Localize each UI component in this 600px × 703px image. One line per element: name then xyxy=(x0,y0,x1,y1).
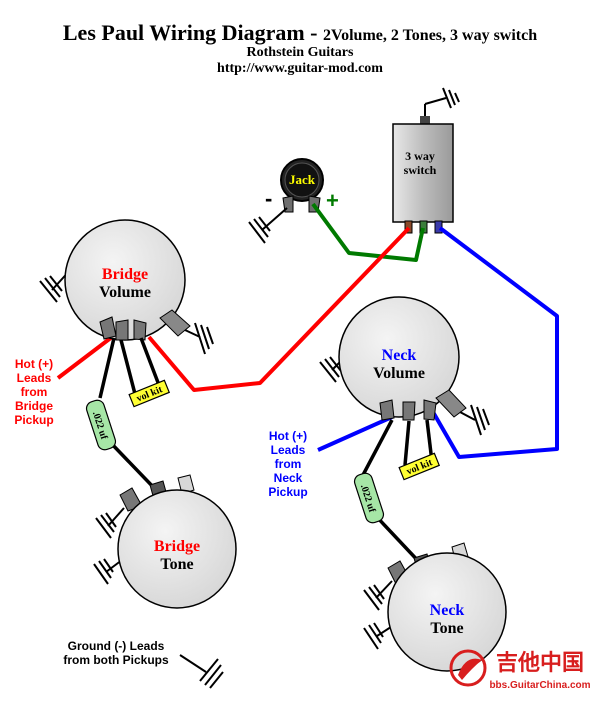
site-url: http://www.guitar-mod.com xyxy=(217,61,383,76)
bridge-volume-back-ground xyxy=(184,322,214,355)
neck-tone-label-line2: Tone xyxy=(430,620,463,637)
neck-hot-note-line1: Hot (+) xyxy=(269,429,307,443)
neck-hot-note-line3: from xyxy=(275,457,302,471)
neck-volume-pot: Neck Volume vol kit xyxy=(319,296,490,481)
neck-hot-note-line2: Leads xyxy=(271,443,306,457)
blue-wire-switch-to-neck-volume xyxy=(431,226,559,459)
bridge-hot-note: Hot (+) Leads from Bridge Pickup xyxy=(14,357,53,427)
neck-volume-label-line1: Neck xyxy=(382,347,417,364)
bridge-vol-kit: vol kit xyxy=(128,379,171,408)
neck-volume-lugs xyxy=(379,389,467,421)
title-suffix: 2Volume, 2 Tones, 3 way switch xyxy=(323,27,538,44)
bridge-hot-note-line1: Hot (+) xyxy=(15,357,53,371)
ground-note-line2: from both Pickups xyxy=(63,653,169,667)
bridge-volume-pot: Bridge Volume vol kit xyxy=(39,219,214,408)
neck-tone-label-line1: Neck xyxy=(430,602,465,619)
jack-plus-sign: + xyxy=(326,188,339,213)
neck-hot-note-line4: Neck xyxy=(274,471,303,485)
switch-terminals xyxy=(404,220,443,234)
neck-hot-note-line5: Pickup xyxy=(268,485,307,499)
ground-note: Ground (-) Leads from both Pickups xyxy=(63,639,169,667)
bridge-hot-note-line3: from xyxy=(21,385,48,399)
bridge-hot-lead-wire xyxy=(56,335,114,380)
bridge-volume-lugs xyxy=(99,309,191,341)
bridge-tone-capacitor: .022 uf xyxy=(85,399,117,451)
neck-tone-ground-symbol xyxy=(363,580,393,611)
bridge-hot-note-line4: Bridge xyxy=(15,399,53,413)
watermark: 吉他中国 bbs.GuitarChina.com xyxy=(449,649,591,691)
bridge-volume-label-line1: Bridge xyxy=(102,266,148,283)
three-way-switch: 3 way switch xyxy=(392,87,460,234)
page-title: Les Paul Wiring Diagram - 2Volume, 2 Ton… xyxy=(0,20,600,46)
bridge-tone-pot: Bridge Tone xyxy=(93,474,237,609)
neck-tone-capacitor: .022 uf xyxy=(353,472,385,524)
bridge-hot-note-line2: Leads xyxy=(17,371,52,385)
switch-ground-symbol xyxy=(424,87,460,109)
bridge-tone-lower-ground xyxy=(93,558,123,585)
bridge-hot-note-line5: Pickup xyxy=(14,413,53,427)
jack-ground-symbol xyxy=(248,207,288,244)
watermark-chinese: 吉他中国 xyxy=(496,650,584,675)
neck-hot-note: Hot (+) Leads from Neck Pickup xyxy=(268,429,307,499)
jack-minus-sign: - xyxy=(265,186,272,211)
bridge-tone-label-line2: Tone xyxy=(160,556,193,573)
title-main: Les Paul Wiring Diagram - xyxy=(62,20,318,45)
switch-label-line1: 3 way xyxy=(405,149,435,163)
ground-note-symbol xyxy=(179,654,224,689)
neck-hot-lead-wire xyxy=(317,415,393,452)
bridge-tone-ground-symbol xyxy=(95,507,125,539)
output-jack: Jack - + xyxy=(248,158,339,244)
switch-label-line2: switch xyxy=(404,163,437,177)
bridge-volume-label-line2: Volume xyxy=(99,284,151,301)
red-wire-switch-to-bridge-volume xyxy=(147,226,411,392)
neck-volume-back-ground xyxy=(459,404,490,436)
wires xyxy=(56,202,559,459)
ground-note-line1: Ground (-) Leads xyxy=(68,639,165,653)
watermark-site: bbs.GuitarChina.com xyxy=(489,680,590,691)
neck-volume-label-line2: Volume xyxy=(373,365,425,382)
shop-name: Rothstein Guitars xyxy=(246,45,354,60)
neck-tone-pot: Neck Tone xyxy=(363,542,507,672)
jack-label: Jack xyxy=(289,172,316,187)
bridge-tone-label-line1: Bridge xyxy=(154,538,200,555)
